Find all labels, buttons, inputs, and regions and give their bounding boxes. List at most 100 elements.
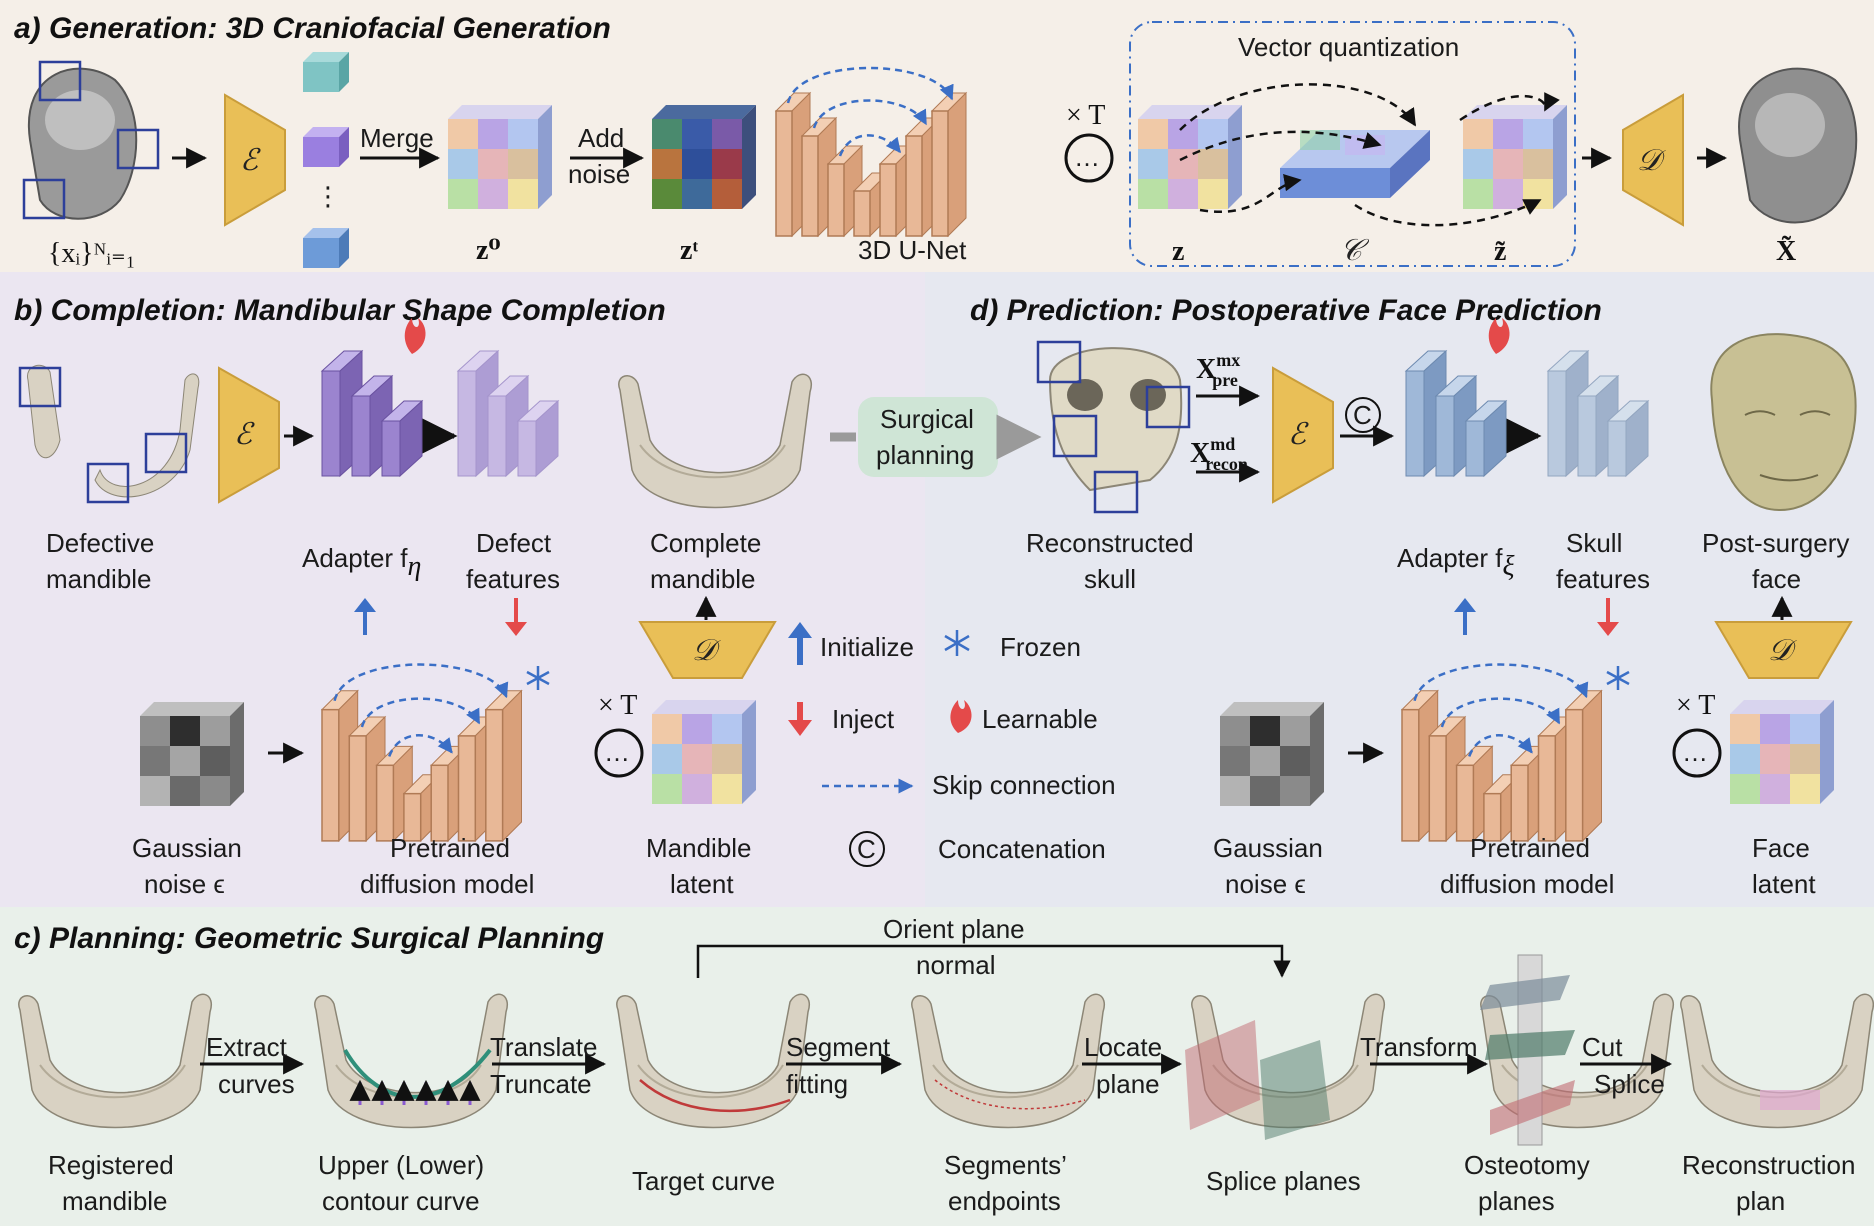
legend-concat: Concatenation (938, 834, 1106, 864)
panel-d-title: d) Prediction: Postoperative Face Predic… (970, 294, 1602, 327)
target-curve (639, 1079, 791, 1113)
skull-feat-label-1: Skull (1566, 528, 1622, 558)
inject-arrow-b (505, 598, 527, 636)
merge-label: Merge (360, 123, 434, 153)
vq-box (1129, 21, 1576, 267)
gauss-b-label-2: noise ϵ (144, 869, 225, 899)
skip-connection (333, 663, 509, 702)
face-latent-cube (1730, 700, 1834, 804)
gauss-b-label-1: Gaussian (132, 833, 242, 863)
adapter-block (320, 349, 364, 478)
planning-step-label: Reconstruction (1682, 1150, 1855, 1180)
planning-step-label: endpoints (948, 1186, 1061, 1216)
z0-label: z⁰ (476, 235, 501, 266)
planning-step-label: Splice planes (1206, 1166, 1361, 1196)
flame-icon-b (404, 318, 426, 354)
zt-label: zᵗ (680, 235, 698, 266)
ztilde-label: z̃ (1494, 236, 1506, 267)
adapter-block (1606, 399, 1650, 478)
defective-label-2: mandible (46, 564, 152, 594)
encoder-a-symbol: ℰ (240, 144, 261, 177)
planning-arrow-label: Splice (1594, 1069, 1665, 1099)
skip-connection (812, 99, 928, 129)
frozen-icon-b (526, 666, 550, 690)
legend-skip: Skip connection (932, 770, 1116, 800)
vq-dashed-arrows (1179, 83, 1560, 227)
reconstruction-graft (1760, 1090, 1820, 1110)
legend-initialize: Initialize (820, 632, 914, 662)
loop-icon-a: … (1064, 133, 1114, 183)
unet-block (484, 689, 523, 843)
skip-connection (360, 697, 481, 728)
unet-block (930, 91, 968, 238)
adapter-block (1464, 399, 1508, 478)
planning-step-label: planes (1478, 1186, 1555, 1216)
svg-text:…: … (604, 737, 630, 767)
mandible-latent-cube (652, 700, 756, 804)
svg-text:C: C (857, 834, 876, 864)
latent-b-label-2: latent (670, 869, 734, 899)
unet-block (375, 745, 414, 843)
unet-block (1564, 689, 1603, 843)
osteotomy-plane (1480, 975, 1570, 1010)
splice-plane (1185, 1020, 1260, 1130)
unet-block (826, 144, 864, 238)
segment-curve (934, 1079, 1086, 1110)
z-cube (1138, 105, 1242, 209)
post-label-1: Post-surgery (1702, 528, 1849, 558)
svg-text:…: … (1074, 142, 1100, 172)
legend-inject: Inject (832, 704, 895, 734)
output-skull-image (1738, 67, 1858, 224)
planning-arrow-label: Cut (1582, 1032, 1623, 1062)
input-set-label: {xᵢ}ᴺᵢ₌₁ (48, 238, 136, 269)
gaussian-cube-d (1220, 702, 1324, 806)
defect-features (456, 349, 560, 478)
decoder-b (638, 621, 777, 679)
loop-icon-b: … (594, 728, 644, 778)
planning-arrow-label: plane (1096, 1069, 1160, 1099)
adapter-b-label: Adapter fη (302, 543, 421, 582)
z-label: z (1172, 236, 1184, 267)
unet-b (320, 663, 523, 843)
patch-ellipsis: ⋮ (315, 181, 341, 211)
planning-arrow-label: Translate (490, 1032, 597, 1062)
adapter-block (1434, 374, 1478, 478)
pretrained-d-label-2: diffusion model (1440, 869, 1614, 899)
times-t-b: × T (598, 690, 637, 721)
pretrained-b-label-2: diffusion model (360, 869, 534, 899)
planning-arrow-label: Segment (786, 1032, 891, 1062)
legend-learnable: Learnable (982, 704, 1098, 734)
planning-arrow-label: Extract (206, 1032, 288, 1062)
skull-feat-label-2: features (1556, 564, 1650, 594)
times-t-d: × T (1676, 690, 1715, 721)
surgical-planning-box (858, 397, 998, 477)
latent-b-label-1: Mandible (646, 833, 752, 863)
adapter-block (1576, 374, 1620, 478)
post-label-2: face (1752, 564, 1801, 594)
legend-learnable-icon (950, 700, 972, 733)
planning-arrow-label: Truncate (490, 1069, 592, 1099)
z0-cube (448, 105, 552, 209)
planning-arrow-label: curves (218, 1069, 295, 1099)
encoder-b-symbol: ℰ (234, 418, 255, 451)
flame-icon-d (1488, 318, 1510, 354)
initialize-arrow-d (1454, 598, 1476, 635)
frozen-icon-d (1606, 666, 1630, 690)
reconstructed-skull-image (1036, 340, 1191, 514)
pretrained-b-label-1: Pretrained (390, 833, 510, 863)
osteotomy-plane (1490, 1080, 1575, 1135)
surgical-line-1: Surgical (880, 404, 974, 434)
skip-connection (1413, 663, 1589, 702)
complete-label-2: mandible (650, 564, 756, 594)
concat-icon-d: C (1345, 397, 1381, 433)
adapter-block (380, 399, 424, 478)
add-noise-label-1: Add (578, 123, 624, 153)
ztilde-cube (1463, 105, 1567, 209)
loop-icon-d: … (1672, 728, 1722, 778)
adapter-block (516, 399, 560, 478)
latent-d-label-1: Face (1752, 833, 1810, 863)
skip-connection (838, 134, 901, 157)
skull-features (1546, 349, 1650, 478)
decoder-a (1622, 93, 1684, 227)
